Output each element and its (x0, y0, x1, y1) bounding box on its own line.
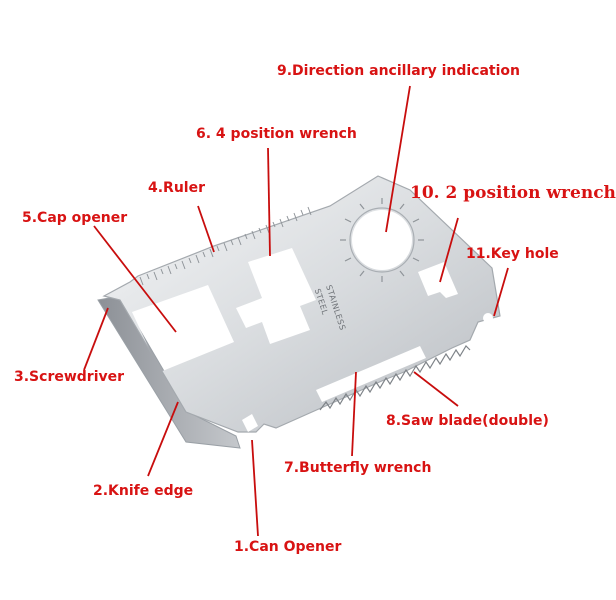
leader-2-position-wrench (439, 217, 459, 283)
label-2-position-wrench: 10. 2 position wrench (410, 183, 616, 203)
label-ruler: 4.Ruler (148, 180, 206, 196)
leader-key-hole (493, 267, 509, 317)
label-can-opener: 1.Can Opener (234, 539, 342, 555)
label-saw-blade: 8.Saw blade(double) (386, 413, 549, 429)
leader-cap-opener (93, 225, 177, 333)
label-key-hole: 11.Key hole (466, 246, 559, 262)
direction-dial (340, 198, 424, 282)
leader-ruler (197, 205, 215, 253)
label-knife-edge: 2.Knife edge (93, 483, 194, 499)
leader-can-opener (251, 439, 259, 537)
leader-saw-blade (413, 371, 459, 407)
leader-knife-edge (147, 401, 179, 477)
saw-teeth (319, 345, 471, 411)
card-face (102, 175, 501, 433)
steel-card: STAINLESS STEEL (97, 175, 501, 449)
leader-screwdriver (83, 307, 109, 371)
multitool-diagram: STAINLESS STEEL (83, 85, 509, 537)
label-butterfly-wrench: 7.Butterfly wrench (284, 460, 432, 476)
ruler-ticks (139, 206, 312, 286)
label-direction-indication: 9.Direction ancillary indication (277, 63, 520, 79)
leader-butterfly-wrench (351, 371, 357, 457)
leader-lines (83, 85, 509, 537)
label-4-position-wrench: 6. 4 position wrench (196, 126, 357, 142)
label-cap-opener: 5.Cap opener (22, 210, 128, 226)
leader-4-position-wrench (267, 147, 271, 257)
label-screwdriver: 3.Screwdriver (14, 369, 125, 385)
leader-direction (385, 85, 411, 233)
